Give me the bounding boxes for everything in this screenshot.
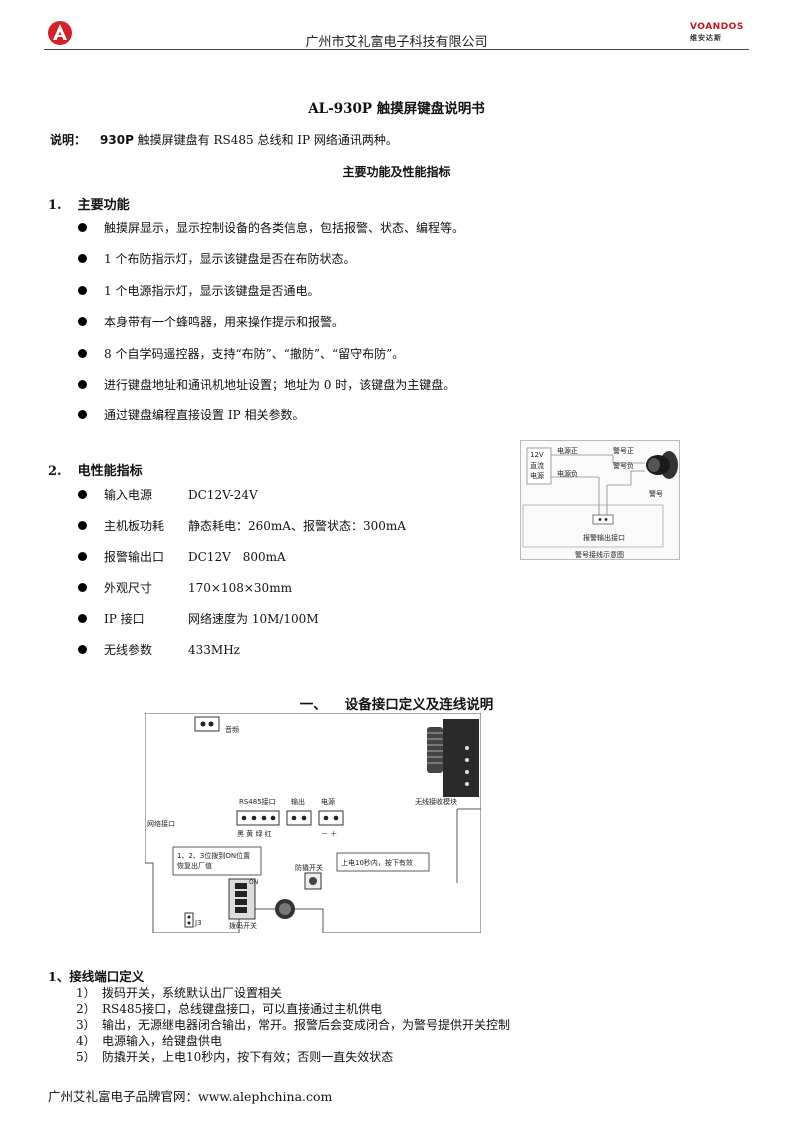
power-pins-label: － ＋ — [321, 830, 338, 838]
brand-logo-right: VOANDOS 维安达斯 — [690, 22, 748, 46]
list-item: 5）防撬开关，上电10秒内，按下有效；否则一直失效状态 — [76, 1050, 394, 1064]
spec-value: DC12V-24V — [188, 488, 258, 502]
network-label: 网络接口 — [147, 820, 175, 828]
spec-key: 主机板功耗 — [104, 519, 165, 533]
spec-value: 170×108×30mm — [188, 581, 292, 595]
spec-key: IP 接口 — [104, 612, 145, 626]
section1-num: 1. — [48, 198, 62, 213]
part1-num: 一、 — [299, 697, 327, 713]
rs485-label: RS485接口 — [239, 798, 276, 806]
spec-key: 输入电源 — [104, 488, 153, 502]
company-logo — [46, 20, 74, 46]
spec-value: 433MHz — [188, 643, 240, 657]
dip-label: 拨码开关 — [229, 922, 257, 930]
bullet-icon — [78, 490, 87, 499]
list-item: 1）拨码开关，系统默认出厂设置相关 — [76, 986, 283, 1000]
section2-heading: 2. 电性能指标 — [48, 460, 143, 479]
spec-value: 静态耗电：260mA、报警状态：300mA — [188, 519, 406, 533]
bullet-icon — [78, 645, 87, 654]
bullet-icon — [78, 317, 87, 326]
header-company: 广州市艾礼富电子科技有限公司 — [305, 35, 488, 50]
antenna-coil-icon — [427, 727, 443, 773]
dip-note-2: 恢复出厂值 — [177, 862, 212, 870]
alarm-wiring-diagram: 12V 直流 电源 电源正 电源负 警号正 警号负 警号 报警输出接口 警号接线… — [520, 440, 680, 560]
header-divider — [44, 49, 749, 50]
wiring-title: 1、接线端口定义 — [48, 969, 145, 984]
footer-website: 广州艾礼富电子品牌官网：www.alephchina.com — [48, 1089, 333, 1104]
description: 说明： 930P 触摸屏键盘有 RS485 总线和 IP 网络通讯两种。 — [50, 131, 398, 148]
description-label: 说明： — [50, 133, 87, 147]
dip-on-label: ON — [249, 879, 259, 886]
spec-value: 网络速度为 10M/100M — [188, 612, 319, 626]
tamper-label: 防撬开关 — [295, 864, 323, 872]
brand-sub: 维安达斯 — [690, 33, 722, 42]
output-label: 输出 — [291, 798, 305, 806]
part1-title: 设备接口定义及连线说明 — [344, 697, 494, 713]
section-center-heading: 主要功能及性能指标 — [342, 165, 451, 179]
description-text: 触摸屏键盘有 RS485 总线和 IP 网络通讯两种。 — [133, 133, 398, 147]
power-label: 电源 — [321, 798, 335, 806]
audio-label: 音频 — [225, 726, 239, 734]
section2-num: 2. — [48, 464, 62, 479]
brand-name: VOANDOS — [690, 22, 744, 32]
section1-heading: 1. 主要功能 — [48, 194, 130, 213]
siren-icon — [646, 451, 678, 479]
bullet-icon — [78, 521, 87, 530]
bullet-icon — [78, 410, 87, 419]
section2-title: 电性能指标 — [77, 464, 143, 479]
spec-value: DC12V 800mA — [188, 550, 286, 564]
tamper-note: 上电10秒内，按下有效 — [341, 859, 413, 867]
bullet-icon — [78, 380, 87, 389]
spec-key: 报警输出口 — [104, 550, 165, 564]
list-item: 3）输出，无源继电器闭合输出，常开。报警后会变成闭合，为警号提供开关控制 — [76, 1018, 511, 1032]
bullet-icon — [78, 223, 87, 232]
battery-icon — [275, 899, 295, 919]
dip-note-1: 1、2、3位拨到ON位置 — [177, 852, 251, 860]
wireless-label: 无线接收模块 — [415, 798, 457, 806]
board-diagram: 音频 无线接收模块 RS485接口 输出 电源 黑 黄 绿 红 － ＋ 网络接口… — [145, 713, 481, 933]
spec-key: 外观尺寸 — [104, 581, 153, 595]
section1-title: 主要功能 — [77, 198, 130, 213]
bullet-icon — [78, 552, 87, 561]
part1-heading: 一、 设备接口定义及连线说明 — [0, 693, 793, 713]
description-model: 930P — [100, 133, 134, 147]
bullet-icon — [78, 254, 87, 263]
bullet-icon — [78, 286, 87, 295]
bullet-icon — [78, 614, 87, 623]
list-item: 4）电源输入，给键盘供电 — [76, 1034, 223, 1048]
document-title: AL-930P 触摸屏键盘说明书 — [308, 101, 485, 117]
rs485-pins-label: 黑 黄 绿 红 — [237, 830, 272, 838]
bullet-icon — [78, 349, 87, 358]
list-item: 2）RS485接口，总线键盘接口，可以直接通过主机供电 — [76, 1002, 383, 1016]
bullet-icon — [78, 583, 87, 592]
j3-label: J3 — [195, 919, 202, 927]
spec-key: 无线参数 — [104, 643, 153, 657]
